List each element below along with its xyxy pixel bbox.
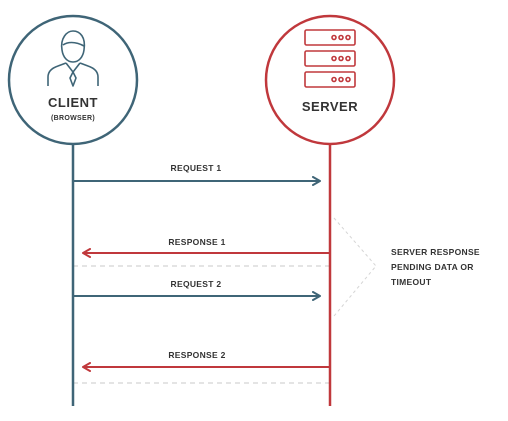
message-request-1: REQUEST 1	[74, 163, 321, 186]
message-response-1: RESPONSE 1	[82, 237, 329, 258]
client-title: CLIENT	[48, 95, 98, 110]
message-request-2: REQUEST 2	[74, 279, 321, 301]
server-rack-icon	[304, 29, 356, 88]
note-line-2: PENDING DATA OR	[391, 262, 474, 272]
note-line-3: TIMEOUT	[391, 277, 432, 287]
message-response-2: RESPONSE 2	[82, 350, 329, 372]
message-label: RESPONSE 1	[168, 237, 225, 247]
message-label: RESPONSE 2	[168, 350, 225, 360]
client-subtitle: (BROWSER)	[51, 115, 95, 122]
server-circle	[264, 14, 396, 146]
user-icon	[47, 30, 99, 87]
server-node: SERVER	[264, 14, 396, 146]
client-node: CLIENT (BROWSER)	[7, 14, 139, 146]
pending-bracket	[333, 217, 377, 317]
pending-note: SERVER RESPONSE PENDING DATA OR TIMEOUT	[391, 247, 480, 287]
server-title: SERVER	[302, 99, 358, 114]
message-label: REQUEST 2	[171, 279, 222, 289]
client-circle	[7, 14, 139, 146]
note-line-1: SERVER RESPONSE	[391, 247, 480, 257]
message-label: REQUEST 1	[171, 163, 222, 173]
